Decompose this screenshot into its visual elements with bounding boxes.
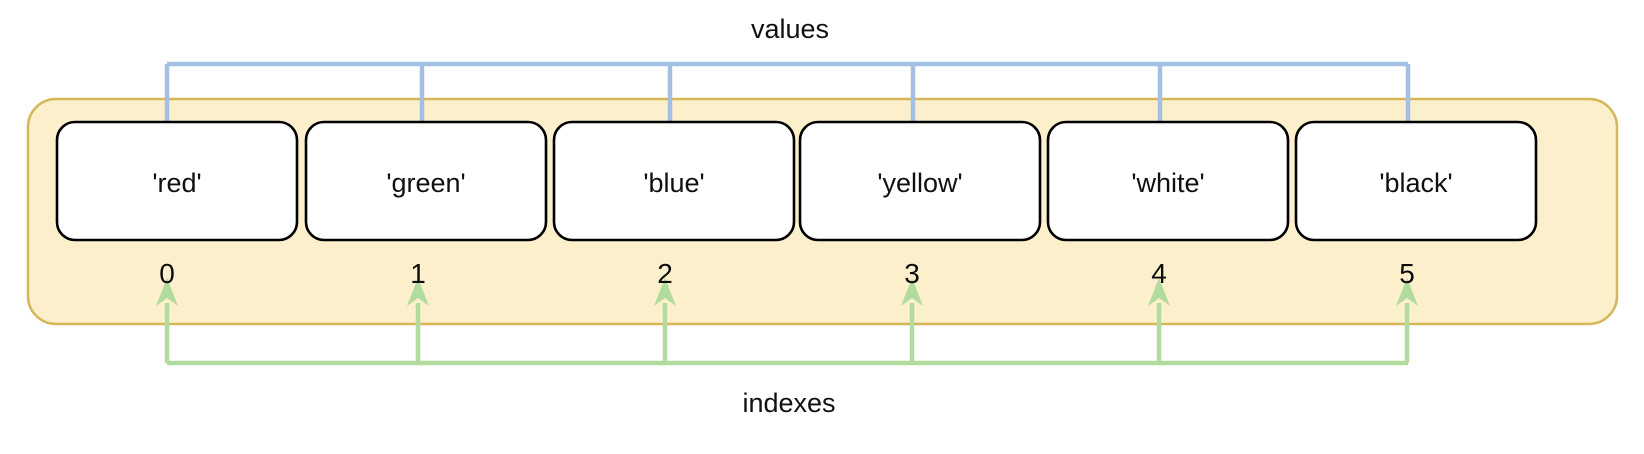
array-cells [55,120,1538,242]
array-cell-box-1[interactable] [304,120,548,242]
array-index-label-3: 3 [904,258,920,289]
array-cell-value-4: 'white' [1131,168,1204,198]
array-cell-value-5: 'black' [1379,168,1452,198]
values-caption: values [751,14,829,44]
array-cell-value-3: 'yellow' [877,168,962,198]
array-cell-box-2[interactable] [552,120,796,242]
indexes-arrowhead-3 [901,278,923,306]
array-cell-value-1: 'green' [386,168,465,198]
array-cell-box-0[interactable] [55,120,299,242]
array-index-label-5: 5 [1399,258,1415,289]
indexes-arrowhead-5 [1396,278,1418,306]
array-cell-value-0: 'red' [152,168,201,198]
array-cell-box-3[interactable] [798,120,1042,242]
array-index-label-2: 2 [657,258,673,289]
array-cell-box-5[interactable] [1294,120,1538,242]
indexes-arrowhead-4 [1148,278,1170,306]
array-index-label-1: 1 [410,258,426,289]
array-cell-value-2: 'blue' [643,168,704,198]
indexes-arrowhead-2 [654,278,676,306]
indexes-arrowhead-0 [156,278,178,306]
indexes-arrow-group [156,278,1418,366]
indexes-caption: indexes [742,388,835,418]
array-index-label-4: 4 [1151,258,1167,289]
array-cell-box-4[interactable] [1046,120,1290,242]
indexes-arrowhead-1 [407,278,429,306]
array-index-label-0: 0 [159,258,175,289]
